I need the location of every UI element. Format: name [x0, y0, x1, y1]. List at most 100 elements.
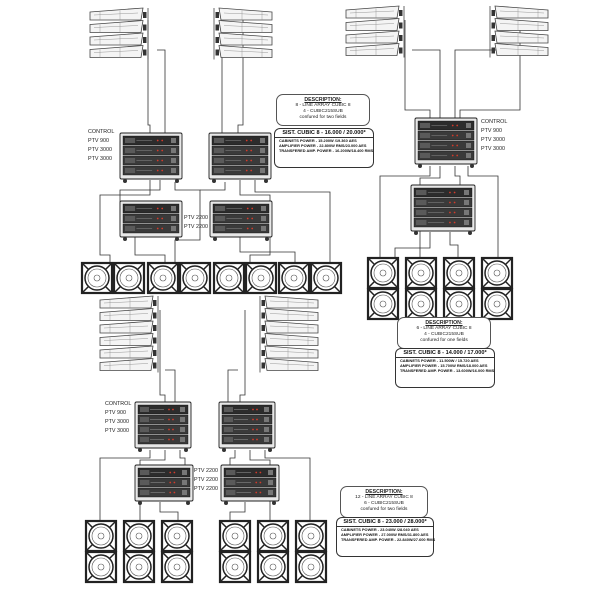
cable — [200, 182, 226, 191]
subwoofer-cabinet — [80, 261, 114, 295]
status-led — [168, 408, 170, 411]
status-led — [245, 139, 248, 142]
line-array-stacks — [89, 5, 549, 373]
line-array-cabinet — [89, 32, 147, 46]
description-line: 12 - LINE ARRAY CUBIC 8 — [355, 495, 413, 500]
subwoofer-cabinet — [122, 519, 156, 553]
cable — [449, 232, 459, 258]
status-led — [169, 481, 172, 484]
status-led — [252, 428, 254, 431]
status-led — [246, 207, 249, 210]
sys3-rack-a — [134, 401, 192, 452]
subwoofer-cabinet — [244, 261, 278, 295]
rack-label-control: CONTROL — [481, 119, 508, 125]
line-array-cabinet — [492, 44, 549, 56]
status-led — [168, 418, 170, 421]
cable — [179, 450, 186, 465]
status-led — [252, 438, 254, 441]
line-array-cabinet — [262, 309, 319, 321]
cable — [159, 502, 179, 521]
status-led — [451, 144, 454, 147]
subwoofer-cabinet — [160, 550, 194, 584]
line-array-cabinet — [345, 18, 403, 31]
line-array-cabinet — [89, 20, 147, 33]
cable — [165, 369, 176, 402]
status-led — [246, 227, 249, 230]
description-line: confured for two fields — [360, 507, 408, 512]
cable — [157, 49, 166, 133]
sys3-amp-labels: PTV 2200 PTV 2200 PTV 2200 — [194, 467, 218, 494]
sys2-array-left — [345, 5, 405, 58]
line-array-cabinet — [492, 6, 549, 18]
sys1-rack-b — [208, 132, 272, 183]
sys1-amp-a — [119, 200, 183, 241]
status-led — [449, 191, 451, 194]
sys3-amp-b — [220, 464, 280, 505]
sys1-description-box: DESCRIPTION: 8 - LINE ARRAY CUBIC 8 4 - … — [276, 94, 370, 126]
status-led — [255, 471, 258, 474]
description-line: 4 - CUBIC215SUB — [424, 332, 464, 337]
spec-title: SIST. CUBIC 8 - 14.000 / 17.000* — [396, 349, 494, 358]
subwoofer-cabinet — [309, 261, 343, 295]
rack-label-ptv900: PTV 900 — [88, 138, 109, 144]
status-led — [168, 428, 170, 431]
rack-label-ptv3000-a: PTV 3000 — [88, 147, 112, 153]
spec-title: SIST. CUBIC 8 - 23.000 / 28.000* — [337, 518, 433, 527]
sys3-amp-a — [134, 464, 194, 505]
line-array-cabinet — [262, 334, 319, 346]
sys1-subs-a — [80, 261, 146, 295]
sys3-array-left — [99, 295, 159, 373]
cable — [229, 502, 246, 521]
line-array-cabinet — [345, 5, 403, 19]
line-array-cabinet — [99, 295, 157, 309]
description-line: 4 - CUBIC215SUB — [303, 109, 343, 114]
subwoofer-cabinet — [160, 519, 194, 553]
cable — [227, 369, 238, 402]
sys1-amp-b — [209, 200, 273, 241]
status-led — [169, 491, 172, 494]
sys3-rack-labels: CONTROL PTV 900 PTV 3000 PTV 3000 — [105, 400, 131, 436]
status-led — [451, 154, 454, 157]
description-line: confured for one fields — [420, 338, 468, 343]
description-title: DESCRIPTION: — [365, 489, 403, 495]
line-array-cabinet — [492, 31, 549, 43]
line-array-cabinet — [262, 321, 319, 333]
spec-line: CABINETS POWER - 15.200W /19.360 AES — [279, 138, 357, 143]
subwoofer-cabinet — [366, 256, 400, 290]
cable — [459, 20, 521, 118]
subwoofer-cabinet — [122, 550, 156, 584]
cable — [221, 49, 230, 133]
spec-line: TRANSFERED AMP. POWER - 16.200W/18.400 R… — [279, 148, 374, 153]
sys1-array-right — [213, 8, 273, 60]
sys1-subs-c — [212, 261, 278, 295]
line-array-cabinet — [216, 8, 273, 20]
sys2-description-box: DESCRIPTION: 6 - LINE ARRAY CUBIC 8 4 - … — [397, 317, 491, 349]
status-led — [245, 169, 248, 172]
subwoofer-cabinet — [404, 256, 438, 290]
sys3-rack-b — [218, 401, 276, 452]
status-led — [156, 227, 159, 230]
subwoofer-cabinet — [442, 287, 476, 321]
cable — [239, 310, 246, 402]
amp-label-a: PTV 2200 — [184, 215, 208, 221]
line-array-cabinet — [262, 296, 319, 308]
sys2-rack-labels: CONTROL PTV 900 PTV 3000 PTV 3000 — [481, 118, 507, 154]
sys3-description-box: DESCRIPTION: 12 - LINE ARRAY CUBIC 8 6 -… — [340, 486, 428, 518]
sys1-subs-b — [146, 261, 212, 295]
line-array-cabinet — [99, 333, 157, 346]
status-led — [246, 217, 249, 220]
spec-line: TRANSFERED AMP. POWER - 22.840W/27.600 R… — [341, 537, 436, 542]
subwoofer-cabinet — [112, 261, 146, 295]
amp-label-b: PTV 2200 — [184, 224, 208, 230]
line-array-cabinet — [345, 43, 403, 56]
status-led — [252, 418, 254, 421]
subwoofer-cabinet — [294, 519, 328, 553]
status-led — [245, 149, 248, 152]
line-array-cabinet — [216, 46, 273, 58]
status-led — [449, 221, 451, 224]
status-led — [449, 211, 451, 214]
subwoofer-cabinet — [84, 550, 118, 584]
rack-label-ptv3000-a: PTV 3000 — [481, 137, 505, 143]
status-led — [451, 134, 454, 137]
cable — [264, 450, 311, 521]
